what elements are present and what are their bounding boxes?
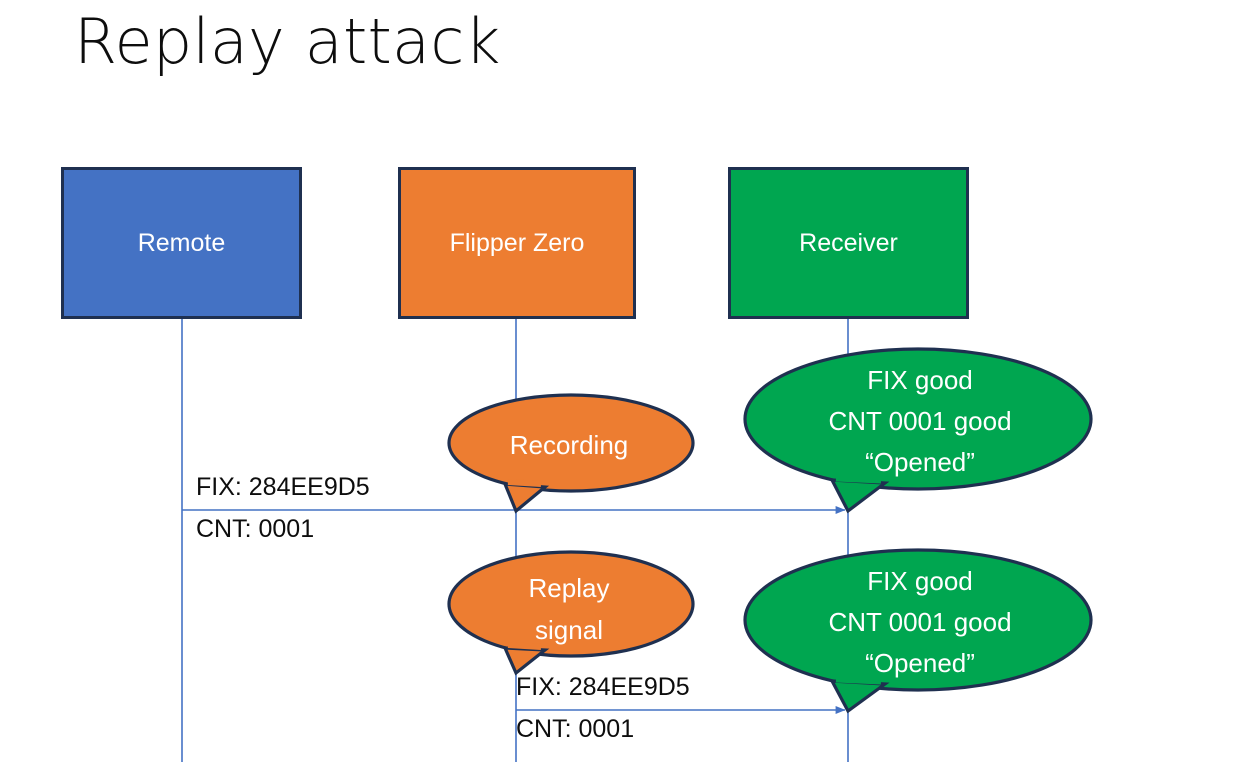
node-box-receiver[interactable]: Receiver (728, 167, 969, 319)
node-label-flipper: Flipper Zero (449, 229, 585, 257)
node-box-flipper[interactable]: Flipper Zero (398, 167, 636, 319)
message-2-cnt-label: CNT: 0001 (516, 715, 635, 743)
message-1-cnt-label: CNT: 0001 (196, 515, 315, 543)
node-label-remote: Remote (137, 229, 226, 257)
message-1-fix-label: FIX: 284EE9D5 (196, 473, 370, 501)
node-box-remote[interactable]: Remote (61, 167, 302, 319)
callout-receiver-ok-2-shape (743, 548, 1093, 714)
callout-receiver-ok-1-shape (743, 347, 1093, 514)
page-title: Replay attack (74, 5, 501, 78)
callout-replay-signal-shape (447, 550, 695, 676)
callout-recording-shape (447, 393, 695, 514)
node-label-receiver: Receiver (799, 229, 898, 257)
message-2-fix-label: FIX: 284EE9D5 (516, 673, 690, 701)
